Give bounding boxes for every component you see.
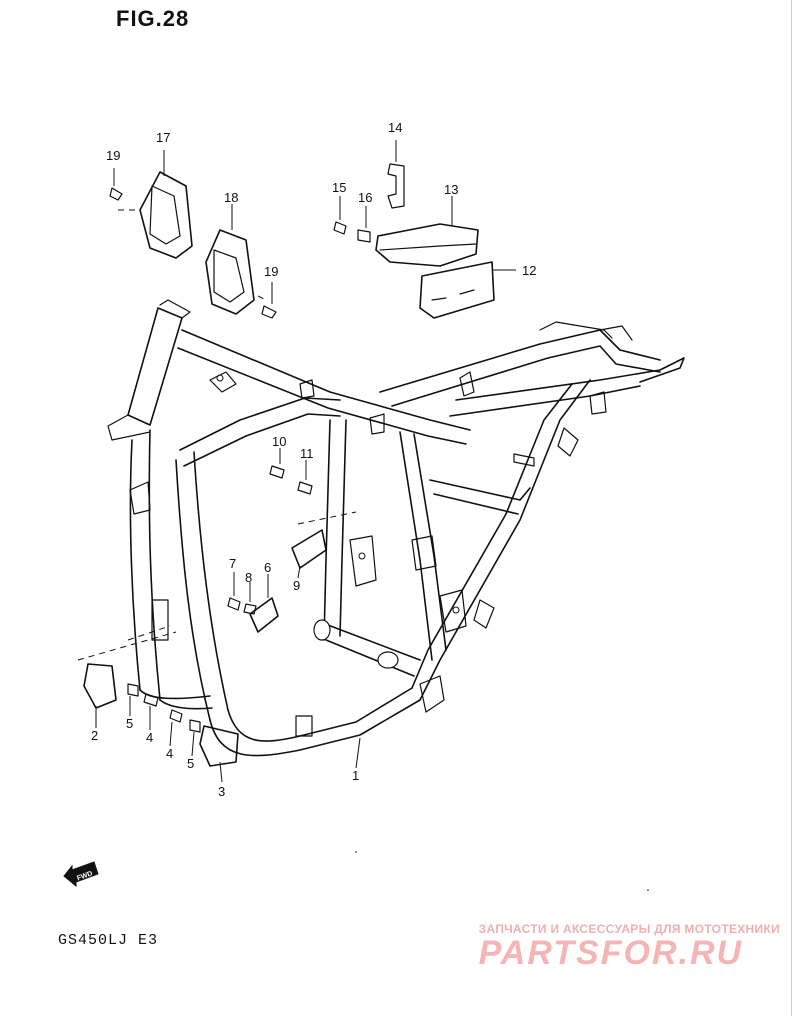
callout-19b: 19 [264, 264, 278, 279]
callout-12: 12 [522, 263, 536, 278]
figure-title: FIG.28 [116, 6, 190, 31]
callout-8: 8 [245, 570, 252, 585]
reference-lines [77, 209, 357, 661]
side-bracket-18 [205, 229, 255, 315]
callout-18: 18 [224, 190, 238, 205]
callout-labels: 1 2 3 4 4 5 5 6 7 8 9 10 11 12 13 14 15 … [91, 120, 536, 799]
callout-15: 15 [332, 180, 346, 195]
model-code: GS450LJ E3 [58, 932, 159, 949]
side-bracket-17 [139, 171, 193, 259]
bracket-12 [419, 261, 495, 319]
watermark-brand: PARTSFOR.RU [478, 934, 744, 972]
callout-17: 17 [156, 130, 170, 145]
main-frame [107, 299, 685, 757]
callout-11: 11 [300, 446, 314, 461]
callout-16: 16 [358, 190, 372, 205]
callout-4a: 4 [146, 730, 153, 745]
callout-7: 7 [229, 556, 236, 571]
watermark: ЗАПЧАСТИ И АКСЕССУАРЫ ДЛЯ МОТОТЕХНИКИ PA… [479, 922, 780, 973]
page-edge-divider [791, 0, 792, 1016]
callout-10: 10 [272, 434, 286, 449]
tool-box-13 [375, 223, 479, 267]
callout-2: 2 [91, 728, 98, 743]
callout-19a: 19 [106, 148, 120, 163]
callout-3: 3 [218, 784, 225, 799]
callout-14: 14 [388, 120, 402, 135]
callout-1: 1 [352, 768, 359, 783]
callout-5a: 5 [126, 716, 133, 731]
callout-6: 6 [264, 560, 271, 575]
callout-4b: 4 [166, 746, 173, 761]
watermark-tagline: ЗАПЧАСТИ И АКСЕССУАРЫ ДЛЯ МОТОТЕХНИКИ [478, 922, 780, 936]
callout-9: 9 [293, 578, 300, 593]
leader-lines [95, 140, 516, 783]
fwd-arrow-icon: FWD [63, 861, 99, 888]
callout-13: 13 [444, 182, 458, 197]
callout-5b: 5 [187, 756, 194, 771]
